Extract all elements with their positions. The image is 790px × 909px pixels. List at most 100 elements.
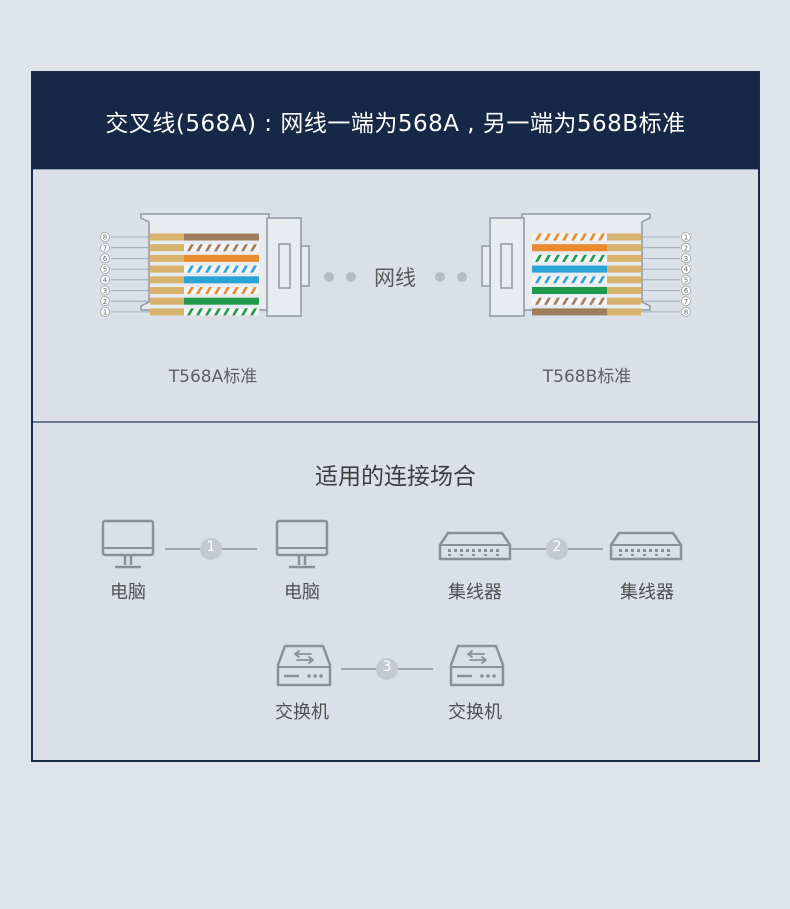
pin-number: 4 (684, 266, 689, 274)
wire-stripe (571, 254, 578, 262)
pin-number: 1 (103, 309, 107, 317)
pair3-right-label: 交换机 (448, 702, 502, 723)
wire-stripe (571, 233, 578, 241)
pin-bubble (100, 264, 110, 274)
wire (532, 254, 607, 262)
wire-stripe (571, 297, 578, 305)
t568b-label: T568B标准 (542, 367, 632, 387)
wire-stripe (580, 254, 587, 262)
pin-number: 8 (684, 309, 688, 317)
panel-header: 交叉线(568A) : 网线一端为568A , 另一端为568B标准 (33, 73, 758, 169)
pin-number: 3 (684, 255, 688, 263)
wire-stripe (562, 233, 569, 241)
wire-stripe (241, 287, 248, 294)
pin-bubble (100, 296, 110, 307)
wire (184, 244, 259, 252)
wire-stripe (562, 254, 569, 262)
header-divider (33, 169, 758, 170)
wire-stripe (187, 244, 194, 252)
pin-number: 1 (684, 234, 688, 242)
pin-number: 7 (684, 298, 688, 306)
pin-bubble (681, 306, 691, 317)
usage-title: 适用的连接场合 (315, 464, 476, 490)
pair2-connector (511, 538, 603, 560)
pin-bubble (100, 306, 110, 317)
wire-stripe (553, 297, 560, 305)
wire (184, 233, 259, 241)
wire-stripe (250, 308, 257, 316)
pair3-connector (341, 658, 433, 680)
wire-stripe (223, 265, 230, 273)
wire-stripe (553, 254, 560, 262)
wire-stripe (214, 308, 221, 316)
wire-stripe (223, 244, 230, 252)
wire-stripe (553, 276, 560, 284)
wire-stripe (580, 276, 587, 284)
wire-stripe (241, 244, 248, 252)
pair2-number: 2 (552, 539, 562, 555)
pin-number: 6 (684, 287, 689, 295)
pin-number: 4 (103, 276, 108, 284)
wire-stripe (196, 287, 203, 294)
wire (532, 308, 607, 316)
wire-stripe (232, 265, 239, 273)
wire-stripe (241, 308, 248, 316)
wire (532, 244, 607, 252)
pair1-right-label: 电脑 (284, 582, 320, 603)
pin-number: 6 (103, 255, 108, 263)
wire-stripe (589, 276, 596, 284)
wire-stripe (562, 276, 569, 284)
pin-bubble (681, 232, 691, 242)
wire-stripe (214, 265, 221, 273)
wire-stripe (187, 287, 194, 294)
wire-stripe (535, 297, 542, 305)
wire (532, 233, 607, 241)
wire-stripe (571, 276, 578, 284)
wire-stripe (580, 233, 587, 241)
pair3-left-label: 交换机 (275, 702, 329, 723)
monitor-icon (275, 519, 329, 569)
wire-stripe (589, 254, 596, 262)
wire (532, 276, 607, 284)
wire-stripe (589, 233, 596, 241)
gold-contact (607, 308, 641, 316)
wire-stripe (241, 265, 248, 273)
wire-stripe (589, 297, 596, 305)
section-divider (33, 421, 758, 423)
switch-icon (276, 644, 332, 687)
pin-bubble (681, 264, 691, 274)
pin-bubble (100, 232, 110, 242)
gold-contact (607, 297, 641, 305)
wire (184, 287, 259, 294)
pin-bubble (681, 253, 691, 264)
wire-stripe (223, 287, 230, 294)
wire (532, 265, 607, 273)
gold-contact (150, 297, 184, 305)
wire-stripe (187, 265, 194, 273)
gold-contact (150, 287, 184, 294)
pair1-connector (165, 538, 257, 560)
gold-contact (607, 233, 641, 241)
wire-stripe (205, 244, 212, 252)
wire (184, 265, 259, 273)
wire-stripe (562, 297, 569, 305)
hub-icon (438, 531, 512, 561)
pin-bubble (100, 253, 110, 264)
wire-stripe (205, 287, 212, 294)
wire-stripe (223, 308, 230, 316)
wire-stripe (232, 244, 239, 252)
pin-number: 2 (684, 244, 688, 252)
wire (532, 297, 607, 305)
gold-contact (150, 308, 184, 316)
gold-contact (150, 233, 184, 241)
wire-stripe (250, 244, 257, 252)
pair2-right-label: 集线器 (620, 582, 674, 603)
wire (184, 276, 259, 284)
wire-stripe (544, 254, 551, 262)
gold-contact (607, 265, 641, 273)
wire-stripe (196, 265, 203, 273)
cable-dots-left (324, 272, 356, 282)
